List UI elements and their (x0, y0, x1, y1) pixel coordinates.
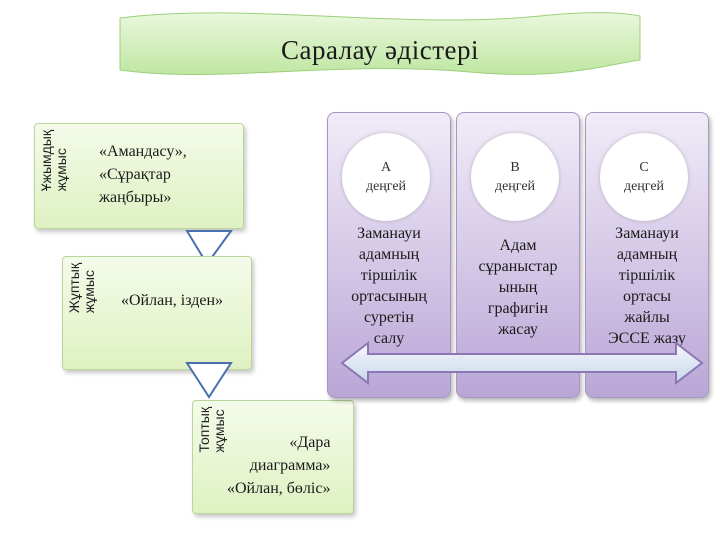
level-letter: А (380, 160, 392, 175)
stage-tag: Жұптық жұмыс (66, 263, 97, 314)
stage-text: «Дара диаграмма» «Ойлан, бөліс» (227, 434, 331, 497)
levels-group: А деңгей Заманауи адамның тіршілік ортас… (322, 110, 714, 402)
level-card-c: С деңгей Заманауи адамның тіршілік ортас… (585, 112, 709, 398)
level-badge: С деңгей (600, 133, 688, 221)
level-task: Заманауи адамның тіршілік ортасының суре… (351, 225, 427, 347)
level-word: деңгей (494, 179, 536, 194)
stage-tag: Топтық жұмыс (196, 407, 227, 453)
triangle-down-icon (185, 362, 233, 399)
level-card-b: В деңгей Адам сұраныстар ының графигін ж… (456, 112, 580, 398)
level-badge: А деңгей (342, 133, 430, 221)
level-task: Заманауи адамның тіршілік ортасы жайлы Э… (608, 225, 686, 347)
level-card-a: А деңгей Заманауи адамның тіршілік ортас… (327, 112, 451, 398)
stage-card-group: Топтық жұмыс «Дара диаграмма» «Ойлан, бө… (192, 400, 354, 514)
stage-text: «Ойлан, ізден» (121, 292, 224, 309)
title-banner: Саралау әдістері (0, 0, 720, 100)
stage-text: «Амандасу», «Сұрақтар жаңбыры» (99, 143, 187, 206)
triangle-down-icon (185, 230, 233, 266)
stage-card-pair: Жұптық жұмыс «Ойлан, ізден» (62, 256, 252, 370)
banner-ribbon-shape (119, 12, 641, 76)
level-word: деңгей (623, 179, 665, 194)
page-title: Саралау әдістері (280, 34, 480, 65)
stage-tag: Ұжымдық жұмыс (38, 130, 69, 192)
level-task: Адам сұраныстар ының графигін жасау (478, 237, 558, 338)
level-badge: В деңгей (471, 133, 559, 221)
stage-card-collective: Ұжымдық жұмыс «Амандасу», «Сұрақтар жаңб… (34, 123, 244, 229)
level-word: деңгей (365, 179, 407, 194)
level-letter: С (639, 160, 649, 175)
double-arrow-icon (340, 340, 704, 386)
level-letter: В (510, 160, 520, 175)
